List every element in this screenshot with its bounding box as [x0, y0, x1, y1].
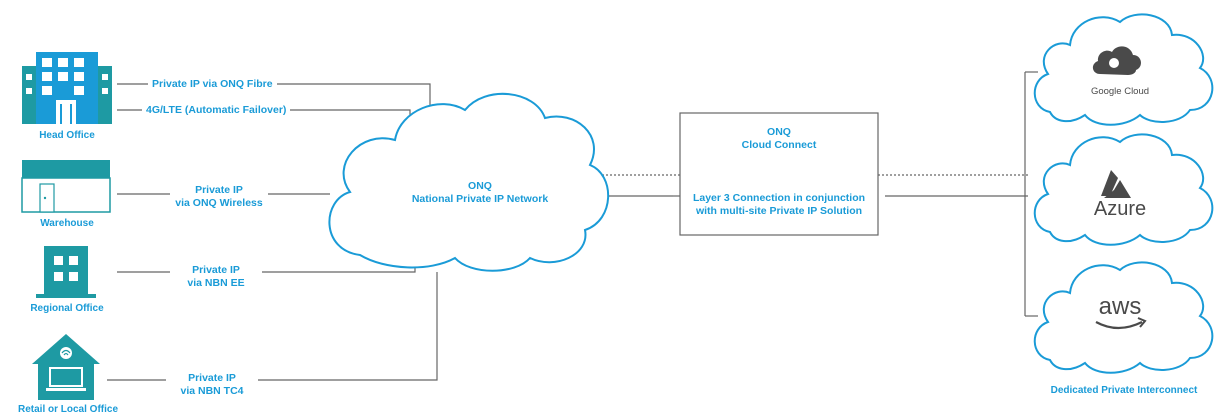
cloud-connect-box — [679, 112, 879, 236]
aws-smile-icon — [1095, 317, 1147, 330]
link-label-regional: Private IP via NBN EE — [170, 264, 262, 290]
aws-cloud-shape — [1033, 261, 1214, 374]
cloud-connect-title: ONQ Cloud Connect — [680, 126, 878, 152]
link-label-fibre: Private IP via ONQ Fibre — [148, 78, 277, 91]
azure-label: Azure — [1093, 198, 1147, 220]
link-label-warehouse: Private IP via ONQ Wireless — [170, 184, 268, 210]
link-label-retail-line2: via NBN TC4 — [180, 385, 244, 397]
network-description: National Private IP Network — [411, 193, 549, 205]
aws-label: aws — [1098, 293, 1142, 320]
network-name: ONQ — [468, 180, 492, 192]
link-label-retail: Private IP via NBN TC4 — [166, 372, 258, 398]
link-label-regional-line1: Private IP — [192, 264, 240, 276]
link-label-warehouse-line1: Private IP — [195, 184, 243, 196]
network-cloud-label: ONQ National Private IP Network — [385, 180, 575, 206]
link-label-regional-line2: via NBN EE — [187, 277, 245, 289]
cloud-connect-desc-line1: Layer 3 Connection in conjunction — [692, 192, 866, 204]
retail-link-line — [107, 272, 438, 381]
link-label-warehouse-line2: via ONQ Wireless — [175, 197, 263, 209]
azure-icon — [1101, 170, 1131, 198]
regional-office-icon — [36, 246, 96, 298]
google-cloud-icon — [1092, 46, 1142, 75]
regional-link-line — [117, 260, 416, 273]
site-label-retail-office: Retail or Local Office — [17, 404, 119, 415]
cloud-connect-title-line1: ONQ — [767, 126, 791, 138]
cloud-connect-desc-line2: with multi-site Private IP Solution — [695, 205, 863, 217]
interconnect-label: Dedicated Private Interconnect — [1050, 385, 1198, 396]
site-label-head-office: Head Office — [39, 130, 95, 141]
site-label-warehouse: Warehouse — [40, 218, 94, 229]
central-network-cloud — [328, 92, 610, 272]
office-building-icon — [22, 52, 112, 124]
cloud-connect-title-line2: Cloud Connect — [741, 139, 817, 151]
google-cloud-label: Google Cloud — [1090, 86, 1150, 97]
link-label-lte: 4G/LTE (Automatic Failover) — [142, 104, 291, 117]
site-label-regional-office: Regional Office — [30, 303, 104, 314]
retail-house-wifi-icon — [32, 334, 100, 400]
cloud-connect-description: Layer 3 Connection in conjunction with m… — [680, 192, 878, 218]
warehouse-icon — [21, 160, 111, 213]
link-label-retail-line1: Private IP — [188, 372, 236, 384]
